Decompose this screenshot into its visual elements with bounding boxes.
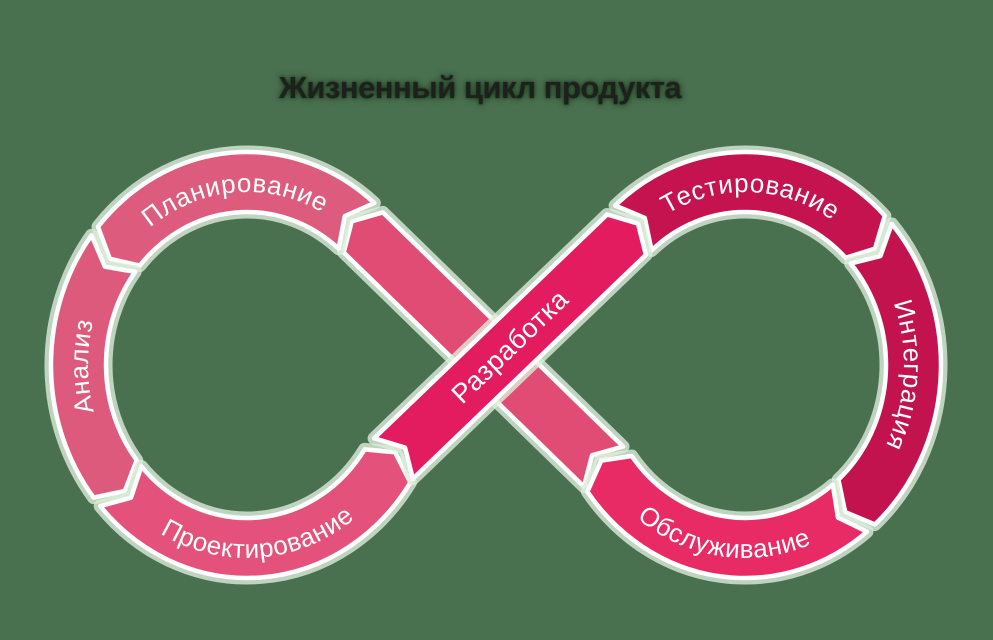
segment-testing [612,149,888,261]
segment-analysis [48,233,139,500]
segment-planning [95,149,377,268]
segment-label-analysis: Анализ [64,316,100,416]
segment-maintenance [585,453,870,581]
segment-design [97,447,413,581]
band-development [371,212,649,481]
segment-integration [836,221,944,527]
page-title: Жизненный цикл продукта [278,70,682,105]
